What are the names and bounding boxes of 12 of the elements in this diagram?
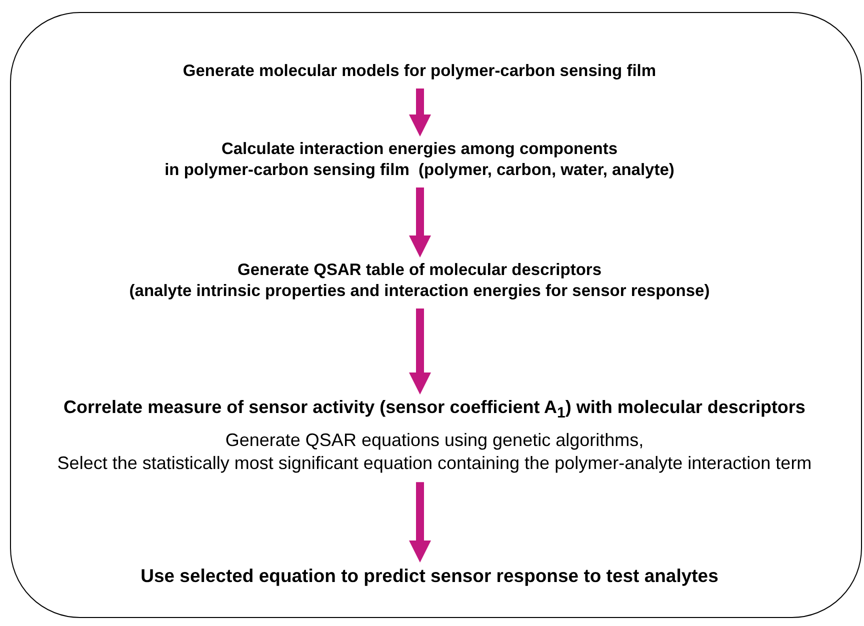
outer-frame xyxy=(10,12,862,618)
step-heading: Generate molecular models for polymer-carbon sensing film xyxy=(182,60,658,82)
step-note: Select the statistically most significant equation containing the polymer-analyte interaction term xyxy=(56,452,813,476)
arrow xyxy=(409,482,431,562)
step-heading: Correlate measure of sensor activity (sensor coefficient A$_{1}$) with molecular descriptors xyxy=(62,396,806,424)
arrow xyxy=(409,188,431,258)
arrow xyxy=(409,88,431,136)
step-note: Generate QSAR equations using genetic algorithms, xyxy=(224,429,645,452)
step-heading: Generate QSAR table of molecular descriptors (analyte intrinsic properties and interaction energies for sensor response) xyxy=(128,260,711,302)
step-heading: Calculate interaction energies among components in polymer-carbon sensing film (polymer, carbon, water, analyte) xyxy=(164,138,676,180)
arrow xyxy=(409,308,431,394)
step-heading: Use selected equation to predict sensor response to test analytes xyxy=(140,564,720,586)
